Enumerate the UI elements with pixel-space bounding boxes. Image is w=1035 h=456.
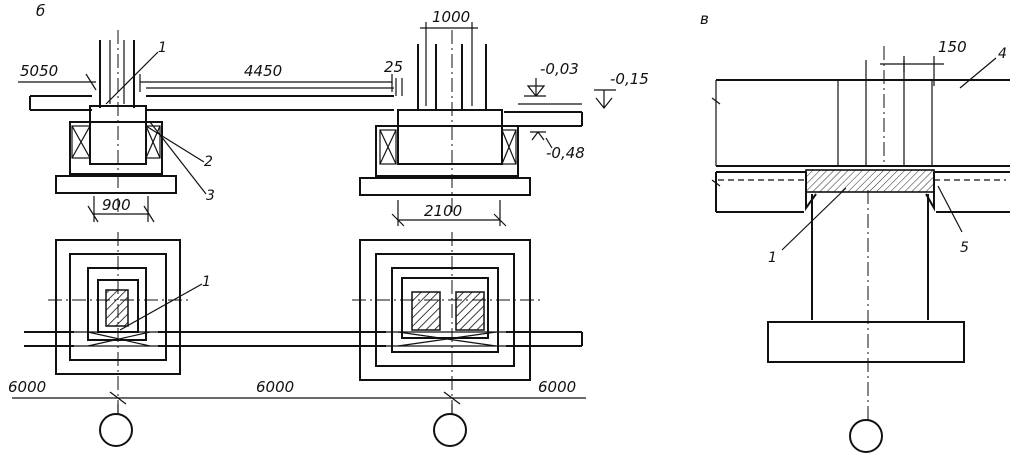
elev-minus-015: -0,15 [610,70,649,88]
callout-1-detail: 1 [768,250,777,266]
dim-2100: 2100 [424,202,462,220]
axis-bubble-right [433,413,467,447]
detail-view-right: 150 4 1 5 [711,38,1010,453]
dim-6000-middle: 6000 [256,378,294,396]
elev-minus-003: -0,03 [540,60,579,78]
dim-5050: 5050 [20,62,58,80]
panel-label-v: в [700,10,709,28]
column-section-right-a [411,291,441,331]
column-section-left [105,289,129,327]
dim-1000: 1000 [432,8,470,26]
elev-minus-048: -0,48 [546,144,585,162]
callout-3: 3 [206,188,215,204]
callout-1-section: 1 [158,40,167,56]
callout-5: 5 [960,240,969,256]
callout-4: 4 [998,46,1007,62]
dim-6000-left: 6000 [8,378,46,396]
dim-4450: 4450 [244,62,282,80]
axis-bubble-detail [849,419,883,453]
axis-bubble-left [99,413,133,447]
plan-view-left: 1 6000 6000 6000 [8,232,586,447]
dim-150: 150 [938,38,967,56]
dim-900: 900 [102,196,131,214]
callout-2: 2 [204,154,213,170]
dim-25: 25 [384,58,403,76]
dim-6000-right: 6000 [538,378,576,396]
filled-joint [805,169,935,193]
column-section-right-b [455,291,485,331]
callout-1-plan: 1 [202,274,211,290]
section-view-left: 5050 4450 25 1000 1 2 3 -0,03 -0,15 -0,4… [18,8,649,227]
panel-label-b: б [36,2,45,20]
